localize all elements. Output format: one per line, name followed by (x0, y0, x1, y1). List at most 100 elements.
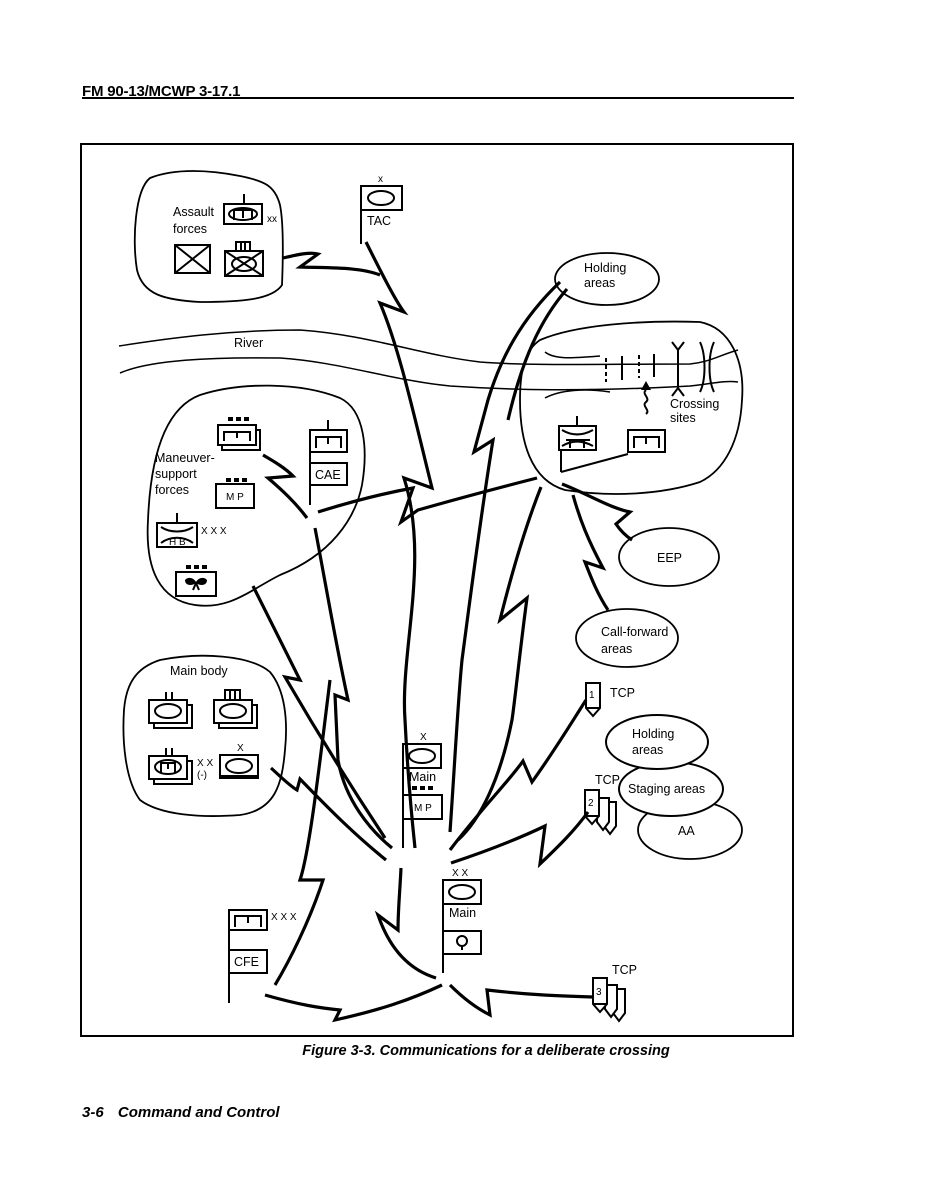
river-label: River (234, 336, 263, 350)
main-body-echelon-2: X (237, 743, 244, 754)
tcp-1: 1 TCP (585, 682, 635, 718)
division-main-command-post: X X Main (442, 868, 482, 973)
page-footer: 3-6 Command and Control (82, 1104, 280, 1121)
footer-title: Command and Control (117, 1104, 280, 1121)
comm-link-center-down (374, 867, 437, 980)
communication-links (251, 241, 634, 1023)
assault-forces-label-2: forces (173, 222, 207, 236)
engineer-unit-icon (627, 429, 666, 453)
comm-link-holding-center-1 (448, 280, 562, 833)
heavy-bridge-unit-icon: H B (156, 513, 198, 548)
running-head: FM 90-13/MCWP 3-17.1 (82, 83, 241, 100)
eep-label: EEP (657, 551, 682, 565)
brigade-unit-icon (219, 754, 259, 779)
crossing-arrow-icon (641, 381, 651, 415)
chemical-unit-icon (175, 565, 217, 597)
armor-unit-icon (223, 194, 263, 225)
comm-link-left-center (273, 679, 332, 986)
tcp-1-number: 1 (589, 690, 595, 701)
maneuver-support-label-3: forces (155, 483, 189, 497)
infantry-unit-icon (174, 244, 211, 274)
holding-areas-top-label-2: areas (584, 276, 615, 290)
call-forward-label-1: Call-forward (601, 625, 668, 639)
crossing-sites-area: Crossing sites (519, 320, 744, 495)
mechanized-infantry-icon (224, 241, 264, 277)
hb-echelon: X X X (201, 526, 227, 537)
comm-link-maneuver-center (313, 527, 394, 850)
cae-command-post: CAE (309, 420, 348, 505)
comm-link-center-tcp3 (448, 983, 594, 1018)
cfe-label: CFE (234, 955, 259, 969)
comm-link-crossing-maneuver (317, 476, 538, 527)
armor-regiment-icon (213, 689, 258, 729)
armor-battalion-icon (148, 692, 193, 729)
tcp-3-number: 3 (596, 987, 602, 998)
tac-echelon: x (378, 174, 383, 185)
tcp-3-label: TCP (612, 963, 637, 977)
call-forward-area: Call-forward areas (575, 608, 679, 668)
mechanized-battalion-icon (148, 748, 193, 785)
eep-area: EEP (618, 527, 720, 587)
tcp-2-number: 2 (588, 798, 594, 809)
aa-label: AA (678, 824, 695, 838)
brigade-main-echelon: X (420, 732, 427, 743)
brigade-main-mp-label: M P (414, 803, 432, 814)
assault-forces-label-1: Assault (173, 205, 215, 219)
maneuver-support-label-2: support (155, 467, 197, 481)
comm-link-center-tcp2 (450, 811, 590, 869)
assembly-areas: AA Staging areas Holding areas (605, 714, 743, 860)
cfe-echelon: X X X (271, 912, 297, 923)
brigade-main-label: Main (409, 770, 436, 784)
figure-caption: Figure 3-3. Communications for a deliber… (302, 1043, 670, 1059)
comm-link-cfe-center (264, 983, 443, 1023)
tac-command-post: x TAC (360, 174, 403, 244)
cfe-command-post: X X X CFE (228, 909, 297, 1003)
tcp-3: TCP 3 (592, 963, 637, 1023)
river: River (118, 329, 739, 391)
staging-areas-label: Staging areas (628, 782, 705, 796)
comm-link-maneuver-engineer (262, 453, 309, 519)
cae-label: CAE (315, 468, 341, 482)
holding-areas-bottom-label-1: Holding (632, 727, 674, 741)
main-body-label: Main body (170, 664, 228, 678)
assault-echelon-label: xx (267, 214, 277, 225)
hb-label: H B (169, 537, 186, 548)
bridge-engineer-unit-icon (558, 416, 629, 473)
tac-label: TAC (367, 214, 391, 228)
comm-link-tac-center (364, 241, 435, 849)
assault-forces-area: Assault forces xx (133, 170, 284, 303)
engineer-company-icon (217, 417, 261, 451)
comm-link-holding-crossing (506, 287, 569, 421)
figure-frame (80, 143, 794, 1037)
comm-link-maneuver-lower-center (251, 585, 387, 839)
comm-link-crossing-eep (561, 482, 634, 542)
crossing-sites-label-2: sites (670, 411, 696, 425)
maneuver-support-area: Maneuver- support forces CAE M P (146, 384, 366, 607)
comm-link-assault-tac (282, 251, 381, 277)
holding-areas-top: Holding areas (554, 252, 660, 306)
holding-areas-bottom-label-2: areas (632, 743, 663, 757)
main-body-echelon-1-sub: (-) (197, 770, 207, 781)
bridge-icons (605, 341, 715, 397)
call-forward-label-2: areas (601, 642, 632, 656)
military-police-icon: M P (215, 478, 255, 509)
main-body-area: Main body X X (-) X (122, 654, 287, 817)
comm-link-crossing-center (456, 486, 543, 842)
mp-label: M P (226, 492, 244, 503)
footer-page-number: 3-6 (82, 1104, 104, 1121)
tcp-1-label: TCP (610, 686, 635, 700)
division-main-label: Main (449, 906, 476, 920)
comm-link-mainbody-center (269, 766, 388, 862)
maneuver-support-label-1: Maneuver- (155, 451, 215, 465)
comm-link-crossing-callforward (571, 494, 610, 611)
tcp-2-label: TCP (595, 773, 620, 787)
comm-link-center-tcp1 (448, 699, 588, 851)
header-rule (82, 97, 794, 99)
brigade-main-command-post: X Main M P (402, 732, 443, 848)
holding-areas-top-label-1: Holding (584, 261, 626, 275)
division-main-echelon: X X (452, 868, 468, 879)
main-body-echelon-1: X X (197, 758, 213, 769)
crossing-sites-label-1: Crossing (670, 397, 719, 411)
tcp-2: TCP 2 (584, 773, 620, 836)
